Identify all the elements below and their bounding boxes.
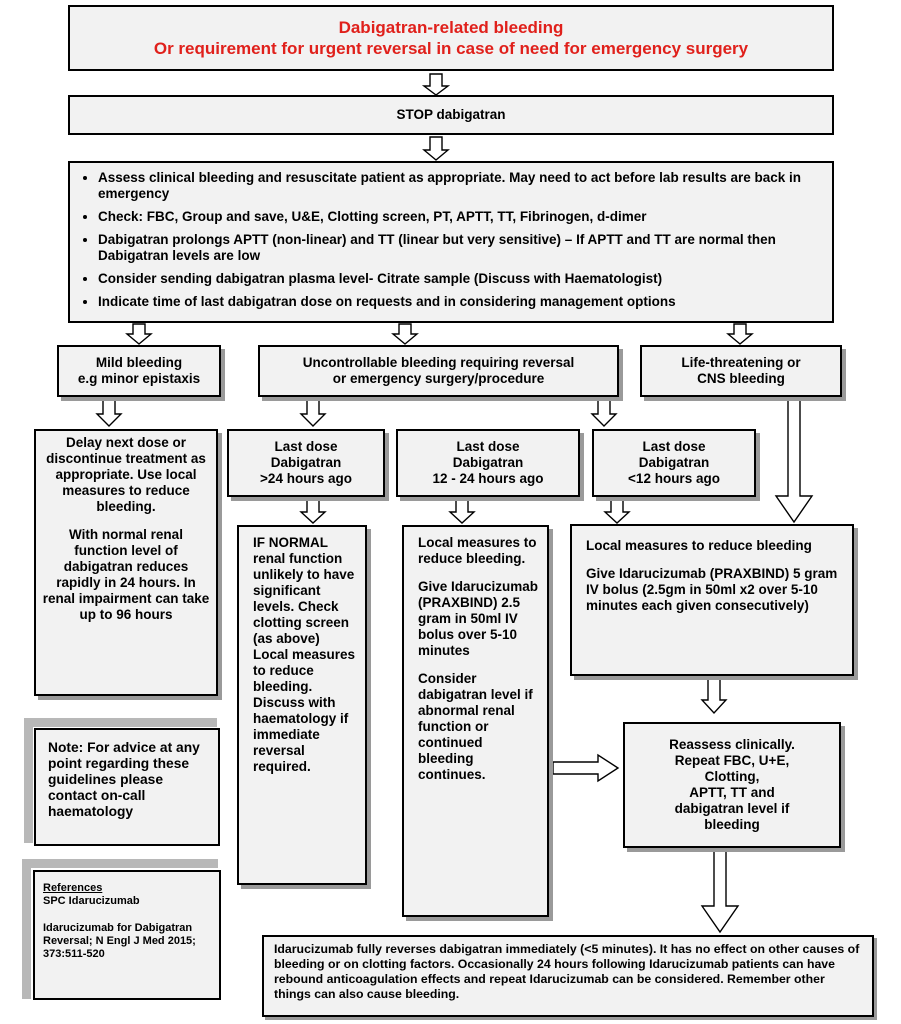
arrow-down [700, 677, 728, 715]
delay-text-2: With normal renal function level of dabi… [42, 527, 210, 622]
arrow-down [299, 397, 327, 427]
header-box: Dabigatran-related bleeding Or requireme… [68, 5, 834, 71]
reassess-line2: Repeat FBC, U+E, [674, 753, 790, 768]
reference-item: SPC Idarucizumab [43, 895, 140, 907]
arrow-down [700, 849, 740, 934]
last12-24-line3: 12 - 24 hours ago [432, 471, 544, 486]
life-line2: CNS bleeding [697, 371, 785, 386]
last12-line2: Dabigatran [638, 455, 710, 470]
reassess-line6: bleeding [704, 817, 760, 832]
assess-item: Dabigatran prolongs APTT (non-linear) an… [98, 232, 822, 264]
note-box: Note: For advice at any point regarding … [34, 728, 220, 846]
header-title: Dabigatran-related bleeding [338, 18, 564, 37]
local-measures-mid-box: Local measures to reduce bleeding. Give … [402, 525, 549, 917]
reassess-line3: Clotting, [704, 769, 760, 784]
references-box: References SPC Idarucizumab Idarucizumab… [33, 870, 221, 1000]
arrow-right [552, 753, 620, 783]
mild-line2: e.g minor epistaxis [77, 371, 201, 386]
stop-label: STOP dabigatran [396, 107, 506, 122]
last-dose-12-24h-box: Last dose Dabigatran 12 - 24 hours ago [396, 429, 580, 497]
arrow-down [774, 399, 814, 524]
local-measures-right-box: Local measures to reduce bleeding Give I… [570, 524, 854, 676]
delay-text-1: Delay next dose or discontinue treatment… [46, 435, 206, 514]
if-normal-text: IF NORMAL renal function unlikely to hav… [253, 535, 356, 774]
arrow-down [726, 323, 754, 345]
local-mid-text-1: Local measures to reduce bleeding. [418, 535, 537, 566]
last-dose-12h-box: Last dose Dabigatran <12 hours ago [592, 429, 756, 497]
local-mid-text-2: Give Idarucizumab (PRAXBIND) 2.5 gram in… [418, 579, 539, 658]
arrow-down [421, 73, 451, 96]
reference-item: Idarucizumab for Dabigatran Reversal; N … [43, 922, 196, 960]
note-text: Note: For advice at any point regarding … [48, 740, 200, 819]
life-threatening-box: Life-threatening or CNS bleeding [640, 345, 842, 397]
reassess-line5: dabigatran level if [674, 801, 790, 816]
note-shadow [24, 718, 33, 843]
mild-line1: Mild bleeding [95, 355, 183, 370]
assess-item: Assess clinical bleeding and resuscitate… [98, 170, 822, 202]
footer-text: Idarucizumab fully reverses dabigatran i… [274, 942, 860, 1001]
footer-box: Idarucizumab fully reverses dabigatran i… [262, 935, 874, 1017]
stop-box: STOP dabigatran [68, 95, 834, 135]
local-right-text-1: Local measures to reduce bleeding [586, 538, 812, 553]
last12-24-line2: Dabigatran [452, 455, 524, 470]
references-shadow [22, 859, 31, 999]
arrow-down [95, 397, 123, 427]
last12-line1: Last dose [642, 439, 706, 454]
arrow-down [590, 397, 618, 427]
reassess-box: Reassess clinically. Repeat FBC, U+E, Cl… [623, 722, 841, 848]
header-subtitle: Or requirement for urgent reversal in ca… [153, 39, 749, 58]
reassess-line4: APTT, TT and [689, 785, 775, 800]
life-line1: Life-threatening or [681, 355, 801, 370]
arrow-down [391, 323, 419, 345]
last-dose-24h-box: Last dose Dabigatran >24 hours ago [227, 429, 385, 497]
assess-list: Assess clinical bleeding and resuscitate… [80, 170, 822, 310]
reassess-line1: Reassess clinically. [669, 737, 795, 752]
uncontrollable-box: Uncontrollable bleeding requiring revers… [258, 345, 619, 397]
local-right-text-2: Give Idarucizumab (PRAXBIND) 5 gram IV b… [586, 566, 838, 613]
assess-item: Consider sending dabigatran plasma level… [98, 271, 822, 287]
references-heading: References [43, 882, 103, 894]
arrow-down [422, 136, 450, 161]
arrow-down [125, 323, 153, 345]
assess-item: Check: FBC, Group and save, U&E, Clottin… [98, 209, 822, 225]
assess-item: Indicate time of last dabigatran dose on… [98, 294, 822, 310]
delay-box: Delay next dose or discontinue treatment… [34, 429, 218, 696]
arrow-down [299, 499, 327, 524]
arrow-down [448, 499, 476, 524]
last12-24-line1: Last dose [456, 439, 520, 454]
note-shadow [24, 718, 217, 727]
local-mid-text-3: Consider dabigatran level if abnormal re… [418, 671, 533, 782]
arrow-down [603, 499, 631, 524]
assess-box: Assess clinical bleeding and resuscitate… [68, 161, 834, 323]
if-normal-box: IF NORMAL renal function unlikely to hav… [237, 525, 367, 885]
last24-line2: Dabigatran [270, 455, 342, 470]
uncontrollable-line2: or emergency surgery/procedure [332, 371, 545, 386]
last12-line3: <12 hours ago [628, 471, 720, 486]
references-shadow [22, 859, 218, 868]
uncontrollable-line1: Uncontrollable bleeding requiring revers… [302, 355, 575, 370]
last24-line3: >24 hours ago [260, 471, 352, 486]
last24-line1: Last dose [274, 439, 338, 454]
mild-box: Mild bleeding e.g minor epistaxis [57, 345, 221, 397]
